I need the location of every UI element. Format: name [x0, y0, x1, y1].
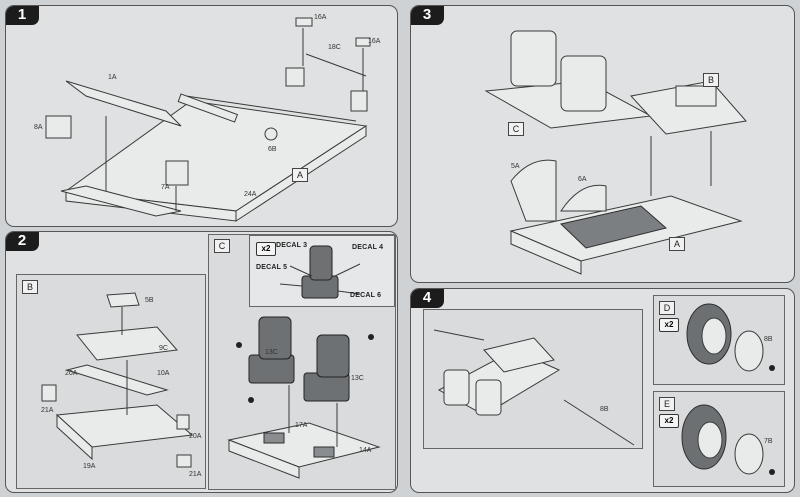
part-label-7b: 7B — [764, 438, 773, 445]
part-label-20a-2: 20A — [189, 433, 202, 440]
step-1-diagram — [45, 17, 371, 222]
subassembly-b-diagram — [41, 292, 194, 468]
part-label-8b: 8B — [600, 406, 609, 413]
subassembly-c-frame: C x2 DECAL 3 DECAL 4 DECAL 5 DECAL 6 — [208, 234, 396, 490]
subassembly-box-c: C — [214, 239, 230, 253]
subassembly-c-diagram — [227, 316, 381, 479]
part-label-19a: 19A — [83, 463, 96, 470]
part-label-7a: 7A — [161, 184, 170, 191]
step-number: 1 — [6, 6, 39, 25]
decal-diagram — [279, 245, 361, 299]
step-4-panel: 4 8B D x2 8B E x2 7B — [410, 288, 795, 493]
subassembly-d-frame: D x2 8B — [653, 295, 785, 385]
decal-inset: x2 DECAL 3 DECAL 4 DECAL 5 DECAL 6 — [249, 235, 395, 307]
step-number: 4 — [411, 289, 444, 308]
part-label-20a: 20A — [65, 370, 78, 377]
step-number: 2 — [6, 232, 39, 251]
quantity-badge: x2 — [659, 318, 679, 332]
wheel-e-diagram — [681, 404, 775, 475]
main-assembly-diagram — [433, 329, 635, 446]
main-assembly-frame: 8B — [423, 309, 643, 449]
subassembly-b-frame: B 5B 9C 20A 10A 21A 19A 20A 21A — [16, 274, 206, 489]
subassembly-box-d: D — [659, 301, 675, 315]
part-label-9c: 9C — [159, 345, 168, 352]
part-label-24a: 24A — [244, 191, 257, 198]
step-number: 3 — [411, 6, 444, 25]
decal-4-label: DECAL 4 — [352, 244, 384, 251]
part-label-1a: 1A — [108, 74, 117, 81]
part-label-18c: 18C — [328, 44, 341, 51]
part-label-8a: 8A — [34, 124, 43, 131]
part-label-16a: 16A — [314, 14, 327, 21]
step-3-panel: 3 B C A 5A 6A — [410, 5, 795, 283]
part-label-13c: 13C — [265, 349, 278, 356]
part-label-21a-2: 21A — [189, 471, 202, 478]
part-label-6b: 6B — [268, 146, 277, 153]
part-label-17a: 17A — [295, 422, 308, 429]
step-3-diagram — [484, 30, 747, 275]
part-label-21a: 21A — [41, 407, 54, 414]
quantity-badge: x2 — [256, 242, 276, 256]
subassembly-box-b: B — [22, 280, 38, 294]
quantity-badge: x2 — [659, 414, 679, 428]
subassembly-box-a: A — [292, 168, 308, 182]
part-label-5b: 5B — [145, 297, 154, 304]
wheel-d-diagram — [686, 303, 775, 372]
subassembly-box-c: C — [508, 122, 524, 136]
subassembly-e-frame: E x2 7B — [653, 391, 785, 487]
subassembly-box-b: B — [703, 73, 719, 87]
part-label-10a: 10A — [157, 370, 170, 377]
step-2-panel: 2 B 5B 9C 20A 10A 21A 19A 20A 21A C x2 — [5, 231, 398, 493]
decal-6-label: DECAL 6 — [350, 292, 382, 299]
part-label-5a: 5A — [511, 163, 520, 170]
decal-5-label: DECAL 5 — [256, 264, 288, 271]
part-label-6a: 6A — [578, 176, 587, 183]
subassembly-box-a: A — [669, 237, 685, 251]
step-1-panel: 1 16A 18C 16A 1A 8A 6B 7A 24A A — [5, 5, 398, 227]
part-label-14a: 14A — [359, 447, 372, 454]
part-label-16a-2: 16A — [368, 38, 381, 45]
part-label-13c-2: 13C — [351, 375, 364, 382]
decal-3-label: DECAL 3 — [276, 242, 308, 249]
part-label-8b-d: 8B — [764, 336, 773, 343]
subassembly-box-e: E — [659, 397, 675, 411]
